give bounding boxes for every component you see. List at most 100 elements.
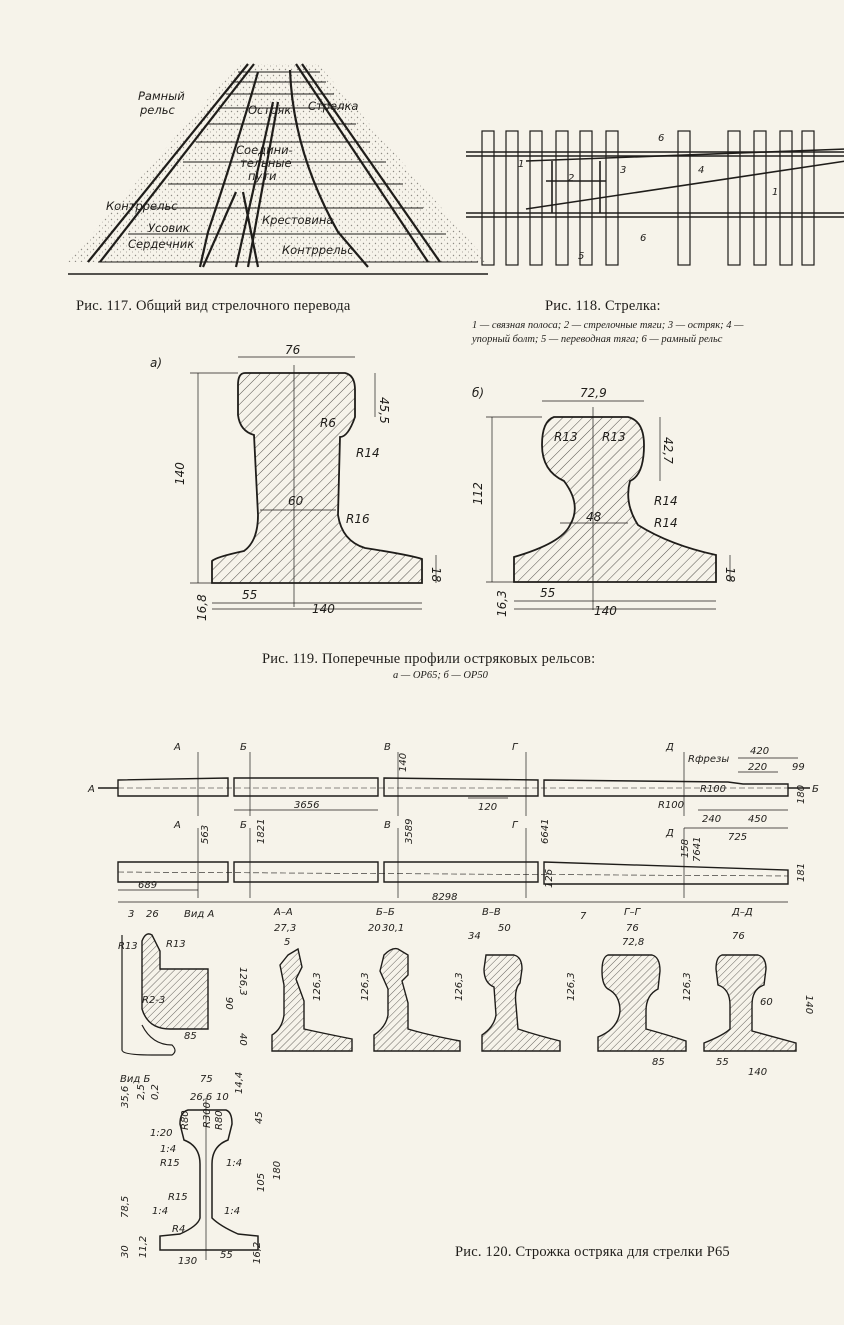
fig117-label-soed-3: пути	[248, 169, 277, 183]
vv-title: В–В	[482, 907, 501, 918]
fig119-a-d140h: 140	[312, 602, 335, 616]
fig118-callout-5: 5	[578, 251, 584, 262]
fig119-b-d55: 55	[540, 586, 555, 600]
fig119-a-r16: R16	[346, 512, 370, 526]
vid-b-title: Вид Б	[120, 1074, 150, 1085]
vid-a-title: Вид А	[184, 909, 214, 920]
fig120-plan-arrow-b: Б	[812, 784, 819, 795]
fig120-elev-sec-a: А	[173, 820, 181, 831]
vid-b-d105: 105	[256, 1173, 267, 1192]
fig117-label-serdechnik: Сердечник	[128, 237, 194, 251]
fig120-plan-d220: 220	[748, 762, 767, 773]
fig117-label-ramny-2: рельс	[139, 103, 176, 117]
fig120-plan-d420: 420	[750, 746, 769, 757]
fig119-b-d729: 72,9	[580, 386, 607, 400]
fig117-label-usovik: Усовик	[148, 221, 190, 235]
fig120-plan-d3656: 3656	[294, 800, 319, 811]
vid-a-d3: 3	[128, 909, 134, 920]
aa-d5: 5	[284, 937, 290, 948]
fig117-caption: Рис. 117. Общий вид стрелочного перевода	[76, 298, 351, 314]
fig119-a-label: а)	[150, 356, 162, 370]
fig120-plan-d725: 725	[728, 832, 747, 843]
vid-b-slope120: 1:20	[150, 1128, 172, 1139]
gg-d76: 76	[626, 923, 639, 934]
fig119-b-d18: 18	[723, 567, 737, 583]
vid-a-r13a: R13	[118, 941, 138, 952]
fig119-b-label: б)	[472, 386, 484, 400]
vid-a-d90: 90	[223, 997, 234, 1010]
fig119-b-d48: 48	[586, 510, 602, 524]
vid-a-r23: R2-3	[142, 995, 165, 1006]
fig117-label-kontrrels-bottom: Контррельс	[282, 243, 354, 257]
fig120-section-aa: А–А 27,3 5 126,3	[271, 907, 353, 1052]
fig120-plan-r100b: R100	[658, 800, 684, 811]
fig120-elev-d3589: 3589	[404, 819, 415, 844]
vid-a-r13b: R13	[166, 939, 186, 950]
fig119-b-r14a: R14	[654, 494, 678, 508]
fig120-plan-d450: 450	[748, 814, 767, 825]
fig118-caption: Рис. 118. Стрелка:	[545, 298, 661, 314]
bb-title: Б–Б	[376, 907, 395, 918]
fig120-elev-d563: 563	[200, 825, 211, 844]
dd-title: Д–Д	[731, 907, 753, 918]
fig120-plan-d120: 120	[478, 802, 497, 813]
vid-b-r15a: R15	[160, 1158, 180, 1169]
gg-d1263: 126,3	[682, 972, 693, 1001]
fig120-elev-d126: 126	[544, 869, 555, 888]
fig119-b-d140: 140	[594, 604, 617, 618]
fig120-section-vv: В–В 34 50 126,3 126,3	[454, 907, 577, 1052]
fig120-plan-d180: 180	[796, 785, 807, 804]
fig118-drawing: 1 2 3 4 5 6 6 1	[466, 130, 844, 266]
fig119-b-r13b: R13	[602, 430, 626, 444]
fig119-drawing: а) 76 45,5 R6 R14 140 60 R16 18 16,8 55 …	[150, 343, 737, 621]
fig119-a-d76: 76	[285, 343, 301, 357]
fig119-a-d18: 18	[429, 567, 443, 583]
fig117-label-soed-1: Соедини-	[236, 143, 293, 157]
dd-d55: 55	[716, 1057, 729, 1068]
gg-d85: 85	[652, 1057, 665, 1068]
dd-d76: 76	[732, 931, 745, 942]
fig120-vid-a: Вид А 3 26 R13 R13 R2-3 90 126,3 85 40	[118, 909, 248, 1056]
fig119-a-d45: 45,5	[377, 397, 391, 424]
aa-d273: 27,3	[274, 923, 296, 934]
vid-a-d85: 85	[184, 1031, 197, 1042]
vid-b-r300: R300	[202, 1102, 213, 1128]
fig120-plan-sec-g: Г	[512, 742, 519, 753]
dd-d140v: 140	[803, 995, 814, 1014]
fig120-section-gg: Г–Г 7 76 72,8 126,3 85	[580, 907, 693, 1068]
vid-b-d55: 55	[220, 1250, 233, 1261]
fig118-callout-6b: 6	[640, 233, 646, 244]
fig120-plan-rfrezy: Rфрезы	[688, 754, 729, 765]
fig119-a-r6: R6	[320, 416, 336, 430]
fig120-elev-d1821: 1821	[256, 819, 267, 844]
fig118-callout-2: 2	[568, 173, 574, 184]
vid-b-d45: 45	[254, 1111, 265, 1124]
vid-b-slope14a: 1:4	[160, 1144, 176, 1155]
fig119-a-r14: R14	[356, 446, 380, 460]
vid-b-d112: 11,2	[138, 1236, 149, 1258]
fig118-legend-1: 1 — связная полоса; 2 — стрелочные тяги;…	[472, 320, 744, 331]
dd-d60: 60	[760, 997, 773, 1008]
vid-b-r4: R4	[172, 1224, 185, 1235]
fig119-b-r14b: R14	[654, 516, 678, 530]
vid-b-r80a: R80	[180, 1110, 191, 1130]
vid-b-d25: 2,5	[136, 1084, 147, 1100]
bb-d1263: 126,3	[360, 972, 371, 1001]
fig119-a-d60: 60	[288, 494, 304, 508]
vid-a-d1263: 126,3	[237, 967, 248, 996]
fig120-elev-d8298: 8298	[432, 892, 457, 903]
fig120-elev-sec-d: Д	[665, 828, 674, 839]
vid-b-d785: 78,5	[120, 1196, 131, 1218]
aa-title: А–А	[273, 907, 293, 918]
fig120-elevation: А Б В Г Д 563 1821 3589 6641 158 7641 68…	[117, 819, 807, 903]
fig120-elev-sec-g: Г	[512, 820, 519, 831]
fig120-plan-d99: 99	[792, 762, 805, 773]
fig120-elev-sec-b: Б	[240, 820, 247, 831]
fig120-section-dd: Д–Д 76 60 140 55 140	[703, 907, 814, 1078]
vid-b-d162: 16,2	[252, 1242, 263, 1264]
fig120-elev-d689: 689	[138, 880, 157, 891]
fig119-b-d163: 16,3	[495, 590, 509, 617]
vid-b-d144: 14,4	[234, 1072, 245, 1094]
vid-b-d02: 0,2	[150, 1084, 161, 1100]
fig118-callout-6a: 6	[658, 133, 664, 144]
